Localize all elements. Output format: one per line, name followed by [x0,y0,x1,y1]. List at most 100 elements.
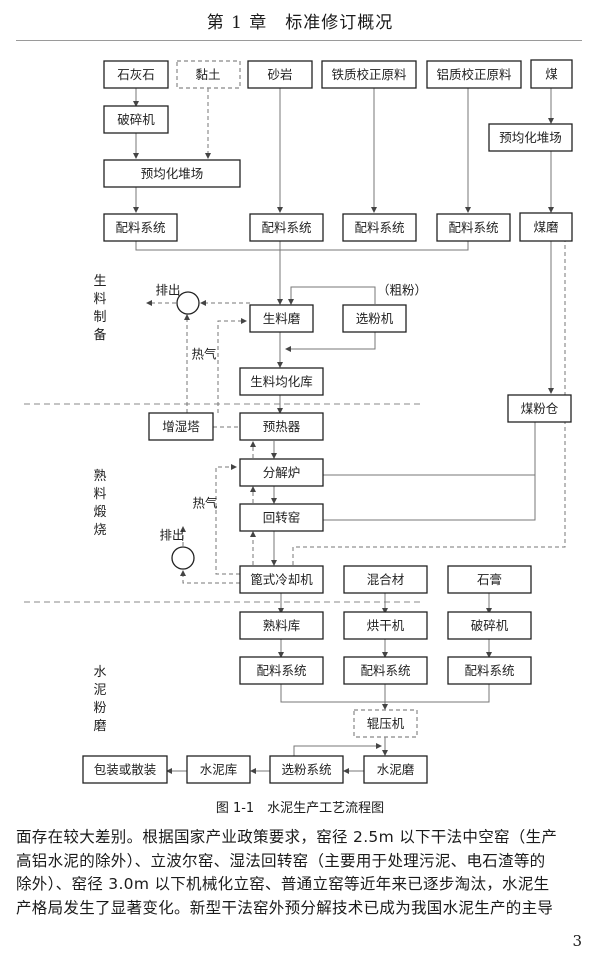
page-number: 3 [572,932,582,950]
hot-gas-arrow [217,318,247,413]
svg-text:预均化堆场: 预均化堆场 [499,130,562,145]
svg-text:破碎机: 破碎机 [117,112,155,127]
svg-text:水泥磨: 水泥磨 [377,762,415,777]
body-line: 产格局发生了显著变化。新型干法窑外预分解技术已成为我国水泥生产的主导 [16,898,554,917]
node-alum-corrective: 铝质校正原料 [426,60,522,89]
svg-text:石灰石: 石灰石 [117,67,155,82]
svg-text:备: 备 [93,327,106,343]
exhaust-fan-icon [176,291,200,315]
coal-feed-arrow [317,475,536,523]
node-batching-1: 配料系统 [103,213,178,242]
exhaust-label: 排出 [155,283,180,298]
svg-text:铁质校正原料: 铁质校正原料 [331,67,407,82]
node-admixture: 混合材 [343,565,428,594]
node-batching-7: 配料系统 [447,656,532,685]
return-arrow [293,743,382,756]
node-iron-corrective: 铁质校正原料 [321,60,417,89]
node-cement-silo: 水泥库 [186,755,251,784]
svg-text:增湿塔: 增湿塔 [162,419,200,434]
svg-text:配料系统: 配料系统 [448,220,498,235]
svg-text:煤: 煤 [545,67,558,82]
svg-text:磨: 磨 [93,719,106,734]
flow-arrow-dashed [180,570,240,584]
svg-text:制: 制 [93,310,106,325]
svg-text:粉: 粉 [93,701,106,716]
hot-gas-label: 热气 [191,347,217,362]
section-label-raw-meal: 生 料 制 备 [93,274,106,343]
svg-text:回转窑: 回转窑 [263,510,301,525]
svg-text:煤粉仓: 煤粉仓 [521,401,559,416]
node-batching-4: 配料系统 [436,213,511,242]
svg-text:铝质校正原料: 铝质校正原料 [436,67,512,82]
svg-text:破碎机: 破碎机 [471,618,509,633]
svg-text:煤磨: 煤磨 [533,220,559,235]
svg-text:烧: 烧 [93,523,106,538]
node-crusher: 破碎机 [103,105,169,134]
svg-text:配料系统: 配料系统 [354,220,404,235]
node-separator: 选粉机 [342,304,407,333]
node-calciner: 分解炉 [239,458,324,487]
svg-text:配料系统: 配料系统 [360,663,410,678]
node-batching-3: 配料系统 [342,213,417,242]
node-clay: 黏土 [176,60,241,89]
hot-gas-arrow [215,464,240,575]
node-preheater: 预热器 [239,412,324,441]
node-coal-prehomogenization: 预均化堆场 [488,123,573,152]
exhaust-fan-icon [171,546,195,570]
collector-line [135,241,469,251]
node-raw-mill: 生料磨 [249,304,314,333]
figure-caption: 图 1-1 水泥生产工艺流程图 [215,801,385,816]
svg-text:料: 料 [93,487,106,502]
svg-text:生: 生 [93,274,106,289]
node-cement-mill: 水泥磨 [363,755,428,784]
svg-text:分解炉: 分解炉 [263,465,301,480]
header-divider [16,40,582,41]
body-line: 面存在较大差别。根据国家产业政策要求，窑径 2.5m 以下干法中空窑（生产 [16,828,558,846]
svg-text:配料系统: 配料系统 [464,663,514,678]
svg-text:生料均化库: 生料均化库 [250,374,313,389]
svg-text:泥: 泥 [93,683,106,698]
svg-text:熟料库: 熟料库 [263,618,301,633]
node-rotary-kiln: 回转窑 [239,503,324,532]
exhaust-label: 排出 [159,528,184,543]
node-gypsum: 石膏 [447,565,532,594]
node-humidifying-tower: 增湿塔 [148,412,214,441]
node-batching-5: 配料系统 [239,656,324,685]
svg-text:配料系统: 配料系统 [115,220,165,235]
svg-text:篦式冷却机: 篦式冷却机 [250,572,313,587]
node-coal-mill: 煤磨 [519,212,573,242]
node-coal-bin: 煤粉仓 [507,394,572,423]
node-separator-system: 选粉系统 [269,755,344,784]
node-dryer: 烘干机 [343,611,428,640]
section-label-cement-grinding: 水 泥 粉 磨 [93,665,106,734]
svg-text:熟: 熟 [93,468,106,484]
svg-text:选粉机: 选粉机 [356,311,394,326]
node-sandstone: 砂岩 [247,60,313,89]
coal-feed-arrow [317,421,536,478]
cement-process-flowchart: 生 料 制 备 熟 料 煅 烧 水 泥 粉 磨 [24,59,573,784]
hot-gas-label: 热气 [192,496,218,511]
svg-text:烘干机: 烘干机 [367,618,405,633]
node-coal: 煤 [530,59,573,89]
coarse-powder-label: （粗粉） [377,283,427,298]
svg-text:配料系统: 配料系统 [261,220,311,235]
hot-gas-to-coal-mill [292,228,566,565]
svg-text:砂岩: 砂岩 [267,67,292,82]
svg-text:辊压机: 辊压机 [367,716,405,731]
coarse-return-arrow [288,286,376,305]
node-grate-cooler: 篦式冷却机 [239,565,324,594]
svg-text:混合材: 混合材 [367,572,405,587]
node-limestone: 石灰石 [103,60,169,89]
node-batching-6: 配料系统 [343,656,428,685]
body-paragraph: 面存在较大差别。根据国家产业政策要求，窑径 2.5m 以下干法中空窑（生产 高铝… [16,826,584,920]
svg-text:水泥库: 水泥库 [200,762,238,777]
node-clinker-silo: 熟料库 [239,611,324,640]
svg-text:预热器: 预热器 [263,419,301,434]
body-line: 除外）、窑径 3.0m 以下机械化立窑、普通立窑等近年来已逐步淘汰，水泥生 [16,875,550,893]
svg-text:配料系统: 配料系统 [256,663,306,678]
section-label-clinker: 熟 料 煅 烧 [93,468,106,538]
svg-text:选粉系统: 选粉系统 [281,762,331,777]
svg-text:生料磨: 生料磨 [263,311,301,326]
node-crusher-2: 破碎机 [447,611,532,640]
node-roller-press: 辊压机 [353,709,418,738]
